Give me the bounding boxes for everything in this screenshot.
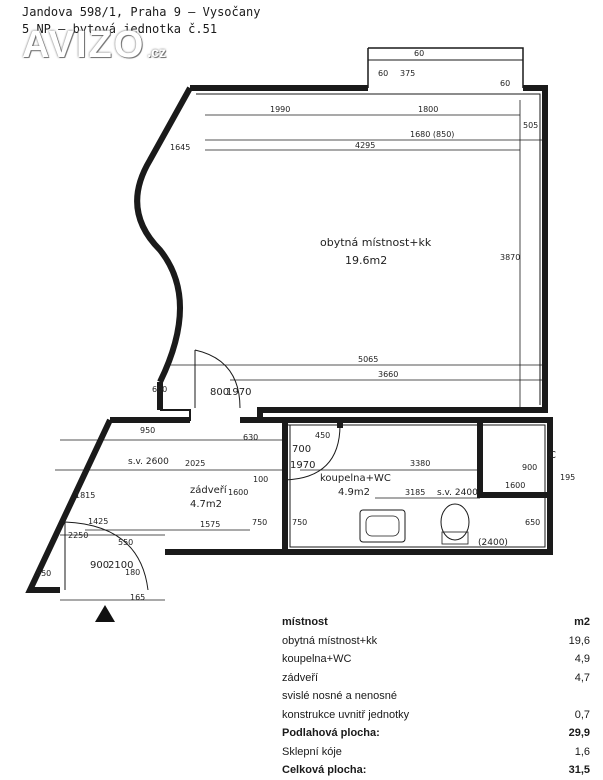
dim-3185: 3185 [405, 488, 425, 497]
area-row: konstrukce uvnitř jednotky 0,7 [282, 706, 590, 725]
dim-1970a: 1970 [226, 387, 251, 398]
entry-arrow-icon [95, 605, 115, 622]
area-label: Sklepní kóje [282, 745, 342, 758]
dim-750a: 750 [252, 518, 267, 527]
area-row-grand-total: Celková plocha: 31,5 [282, 761, 590, 780]
bath-door [284, 424, 341, 481]
room-bath-area: 4.9m2 [338, 487, 370, 498]
avizo-logo: AVIZO.cz [22, 24, 166, 67]
dim-750b: 750 [292, 518, 307, 527]
dim-2100: 2100 [108, 560, 133, 571]
area-row: koupelna+WC 4,9 [282, 650, 590, 669]
area-value: 31,5 [568, 764, 590, 776]
logo-suffix: .cz [147, 44, 166, 60]
dim-180: 180 [125, 568, 140, 577]
room-living-name: obytná místnost+kk [320, 236, 432, 249]
address-line: Jandova 598/1, Praha 9 – Vysočany [22, 5, 261, 19]
area-row-floor-total: Podlahová plocha: 29,9 [282, 724, 590, 743]
entry-door [64, 521, 149, 591]
balcony-outline [367, 47, 524, 88]
area-row: zádveří 4,7 [282, 669, 590, 688]
dim-505: 505 [523, 121, 538, 130]
dim-sv2400: s.v. 2400 [437, 488, 478, 498]
area-label: svislé nosné a nenosné [282, 690, 397, 702]
area-value: 1,6 [574, 745, 590, 758]
room-living-area: 19.6m2 [345, 254, 387, 267]
area-value: 0,7 [574, 708, 590, 721]
area-label: koupelna+WC [282, 653, 352, 665]
room-bath-name: koupelna+WC [320, 473, 391, 484]
dim-630: 630 [243, 433, 258, 442]
dim-950: 950 [140, 426, 155, 435]
dim-c: C [549, 450, 556, 461]
dim-1425: 1425 [88, 517, 108, 526]
dim-60c: 60 [500, 79, 510, 88]
dim-3380: 3380 [410, 459, 430, 468]
area-label: zádveří [282, 671, 319, 684]
dim-60b: 60 [414, 49, 424, 58]
logo-text: AVIZO [22, 24, 146, 66]
room-hall-area: 4.7m2 [190, 499, 222, 510]
room-hall-name: zádveří [190, 484, 228, 496]
dim-60a: 60 [378, 69, 388, 78]
dim-450: 450 [315, 431, 330, 440]
dim-1645: 1645 [170, 143, 190, 152]
area-value: 4,7 [574, 671, 590, 684]
area-table: místnost m2 obytná místnost+kk 19,6 koupe… [282, 613, 590, 780]
area-value: 19,6 [568, 634, 590, 647]
area-table-header: místnost m2 [282, 613, 590, 632]
dim-1990: 1990 [270, 105, 290, 114]
unit-line: 5.NP – bytová jednotka č.51 [22, 22, 218, 36]
dim-4295: 4295 [355, 141, 375, 150]
hall-walls [25, 417, 288, 593]
sink [359, 509, 406, 543]
header-room: místnost [282, 616, 328, 628]
dim-550a: 550 [118, 538, 133, 547]
dim-1600a: 1600 [228, 488, 248, 497]
dim-3870: 3870 [500, 253, 520, 262]
area-row: Sklepní kóje 1,6 [282, 743, 590, 762]
area-row: svislé nosné a nenosné [282, 687, 590, 706]
dim-700: 700 [292, 444, 311, 455]
dim-2250: 2250 [68, 531, 88, 540]
area-value: 4,9 [574, 653, 590, 665]
dim-2025: 2025 [185, 459, 205, 468]
dim-1680: 1680 (850) [410, 130, 454, 139]
dim-5065: 5065 [358, 355, 378, 364]
dim-375: 375 [400, 69, 415, 78]
dim-1800: 1800 [418, 105, 438, 114]
dim-1970b: 1970 [290, 460, 315, 471]
dim-650: 650 [525, 518, 540, 527]
dim-195: 195 [560, 473, 575, 482]
plan-header: Jandova 598/1, Praha 9 – Vysočany 5.NP –… [22, 4, 260, 38]
dim-550b: 550 [36, 569, 51, 578]
area-label: obytná místnost+kk [282, 634, 378, 647]
dim-sv2600: s.v. 2600 [128, 457, 169, 467]
area-label: Celková plocha: [282, 764, 367, 776]
dim-900: 900 [522, 463, 537, 472]
dim-1575: 1575 [200, 520, 220, 529]
dim-900b: 900 [90, 560, 109, 571]
area-label: konstrukce uvnitř jednotky [282, 708, 410, 721]
area-row: obytná místnost+kk 19,6 [282, 632, 590, 651]
area-value: 29,9 [568, 727, 590, 739]
dim-100: 100 [253, 475, 268, 484]
dim-800: 800 [210, 387, 229, 398]
living-room-walls [134, 85, 548, 420]
dim-2400: (2400) [478, 538, 508, 548]
living-door [194, 349, 241, 409]
dim-3660: 3660 [378, 370, 398, 379]
dim-165: 165 [130, 593, 145, 602]
header-unit: m2 [574, 616, 590, 628]
dim-1815: 1815 [75, 491, 95, 500]
toilet [440, 503, 470, 541]
dim-600: 600 [152, 385, 167, 394]
area-label: Podlahová plocha: [282, 727, 380, 739]
area-value [550, 687, 590, 706]
dim-1600b: 1600 [505, 481, 525, 490]
